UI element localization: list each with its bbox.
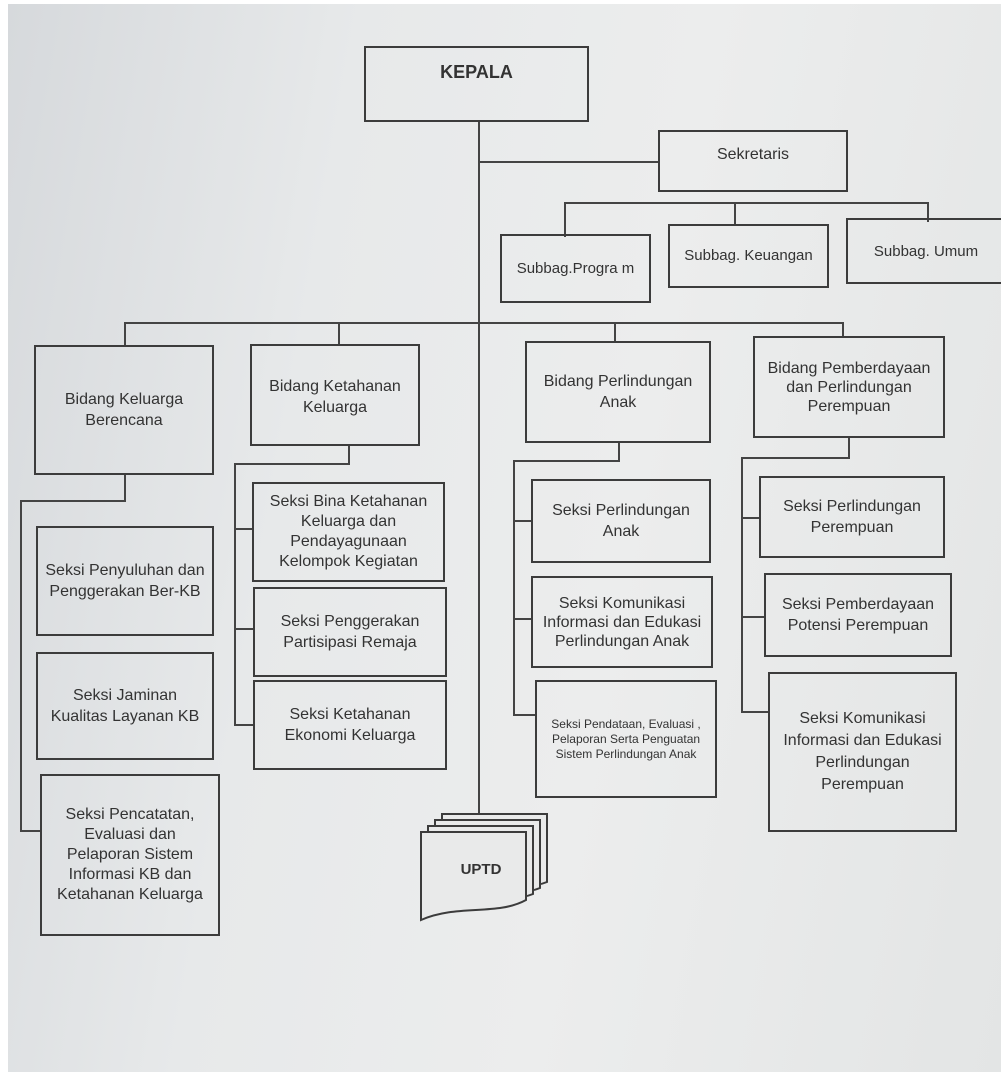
seksi-label: Seksi Bina Ketahanan Keluarga dan Penday… <box>269 493 428 570</box>
seksi-label: Seksi Perlindungan Perempuan <box>783 498 921 536</box>
connector-line <box>478 122 480 819</box>
connector-line <box>234 463 236 726</box>
seksi-box: Seksi Pendataan, Evaluasi , Pelaporan Se… <box>535 680 717 798</box>
connector-line <box>614 322 616 342</box>
connector-line <box>842 322 844 338</box>
seksi-label: Seksi Komunikasi Informasi dan Edukasi P… <box>542 594 702 650</box>
connector-line <box>124 322 126 347</box>
seksi-box: Seksi Bina Ketahanan Keluarga dan Penday… <box>252 482 445 582</box>
seksi-label: Seksi Perlindungan Anak <box>552 502 690 540</box>
bidang-label: Bidang Perlindungan Anak <box>543 373 693 411</box>
seksi-box: Seksi Komunikasi Informasi dan Edukasi P… <box>531 576 713 668</box>
seksi-label: Seksi Penggerakan Partisipasi Remaja <box>280 613 420 651</box>
bidang-label: Bidang Keluarga Berencana <box>64 391 184 429</box>
connector-line <box>124 474 126 502</box>
secretary-label: Sekretaris <box>716 146 790 163</box>
connector-line <box>848 437 850 459</box>
connector-line <box>734 202 736 226</box>
seksi-label: Seksi Penyuluhan dan Penggerakan Ber-KB <box>45 562 205 600</box>
seksi-label: Seksi Pendataan, Evaluasi , Pelaporan Se… <box>551 716 701 761</box>
connector-line <box>564 202 566 237</box>
connector-line <box>348 445 350 465</box>
subbag-umum-label: Subbag. Umum <box>873 242 979 260</box>
seksi-label: Seksi Pemberdayaan Potensi Perempuan <box>781 596 935 634</box>
seksi-label: Seksi Jaminan Kualitas Layanan KB <box>50 687 200 725</box>
uptd-doc-shape <box>420 831 527 922</box>
connector-line <box>564 202 929 204</box>
subbag-program-box: Subbag.Progra m <box>500 234 651 303</box>
seksi-box: Seksi Pemberdayaan Potensi Perempuan <box>764 573 952 657</box>
connector-line <box>20 830 42 832</box>
connector-line <box>20 500 126 502</box>
seksi-box: Seksi Komunikasi Informasi dan Edukasi P… <box>768 672 957 832</box>
seksi-box: Seksi Ketahanan Ekonomi Keluarga <box>253 680 447 770</box>
secretary-box: Sekretaris <box>658 130 848 192</box>
connector-line <box>513 714 535 716</box>
connector-line <box>338 322 340 345</box>
seksi-label: Seksi Ketahanan Ekonomi Keluarga <box>284 706 416 744</box>
seksi-label: Seksi Komunikasi Informasi dan Edukasi P… <box>783 710 942 793</box>
head-label: KEPALA <box>440 62 513 82</box>
connector-line <box>741 457 743 713</box>
seksi-box: Seksi Perlindungan Perempuan <box>759 476 945 558</box>
connector-line <box>741 616 764 618</box>
bidang-ketahanan-keluarga-box: Bidang Ketahanan Keluarga <box>250 344 420 446</box>
connector-line <box>513 520 531 522</box>
connector-line <box>234 463 350 465</box>
subbag-keuangan-box: Subbag. Keuangan <box>668 224 829 288</box>
seksi-box: Seksi Perlindungan Anak <box>531 479 711 563</box>
bidang-perlindungan-anak-box: Bidang Perlindungan Anak <box>525 341 711 443</box>
connector-line <box>741 517 759 519</box>
bidang-label: Bidang Ketahanan Keluarga <box>269 378 401 416</box>
uptd-label: UPTD <box>460 861 502 878</box>
seksi-label: Seksi Pencatatan, Evaluasi dan Pelaporan… <box>57 806 203 903</box>
subbag-umum-box: Subbag. Umum <box>846 218 1001 284</box>
connector-line <box>618 442 620 462</box>
connector-line <box>20 500 22 832</box>
bidang-keluarga-berencana-box: Bidang Keluarga Berencana <box>34 345 214 475</box>
connector-line <box>513 618 531 620</box>
seksi-box: Seksi Penyuluhan dan Penggerakan Ber-KB <box>36 526 214 636</box>
connector-line <box>741 711 768 713</box>
seksi-box: Seksi Jaminan Kualitas Layanan KB <box>36 652 214 760</box>
subbag-program-label: Subbag.Progra m <box>516 260 635 277</box>
bidang-label: Bidang Pemberdayaan dan Perlindungan Per… <box>767 359 931 415</box>
connector-line <box>234 528 253 530</box>
seksi-box: Seksi Penggerakan Partisipasi Remaja <box>253 587 447 677</box>
connector-line <box>513 460 620 462</box>
connector-line <box>234 724 253 726</box>
connector-line <box>478 161 659 163</box>
connector-line <box>513 460 515 716</box>
head-box: KEPALA <box>364 46 589 122</box>
connector-line <box>927 202 929 222</box>
connector-line <box>234 628 253 630</box>
connector-line <box>741 457 850 459</box>
org-chart: KEPALA Sekretaris Subbag.Progra m Subbag… <box>8 4 1001 1072</box>
bidang-pemberdayaan-perempuan-box: Bidang Pemberdayaan dan Perlindungan Per… <box>753 336 945 438</box>
subbag-keuangan-label: Subbag. Keuangan <box>684 247 813 264</box>
uptd-document-icon <box>420 813 548 922</box>
connector-line <box>124 322 844 324</box>
seksi-box: Seksi Pencatatan, Evaluasi dan Pelaporan… <box>40 774 220 936</box>
